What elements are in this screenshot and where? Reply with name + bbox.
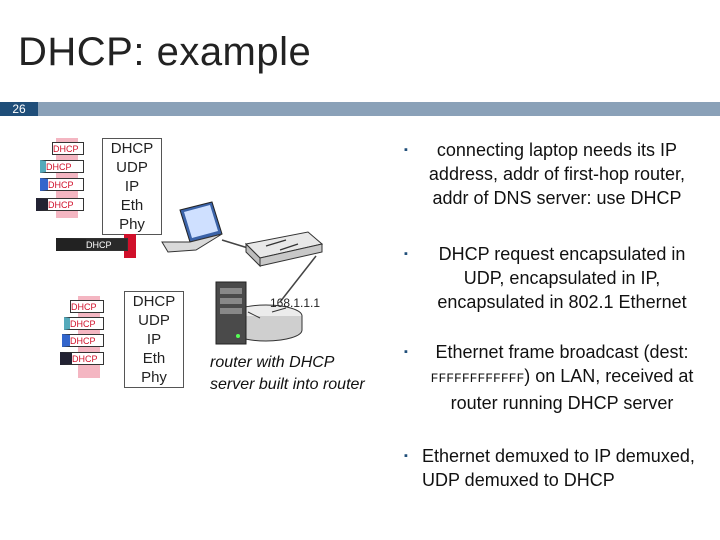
bullet-item: ▪ connecting laptop needs its IP address…	[404, 138, 692, 210]
stack-layer: UDP	[138, 312, 170, 329]
eth-packet: DHCP	[36, 198, 84, 211]
laptop-protocol-stack: DHCP UDP IP Eth Phy	[102, 138, 162, 235]
router-caption: router with DHCP server built into route…	[210, 354, 365, 393]
bullet-text: Ethernet demuxed to IP demuxed, UDP demu…	[422, 446, 695, 490]
eth-packet: DHCP	[60, 352, 104, 365]
udp-packet: DHCP	[40, 160, 84, 173]
bullet-item: ▪ Ethernet demuxed to IP demuxed, UDP de…	[404, 444, 702, 492]
bullet-item: ▪ DHCP request encapsulated in UDP, enca…	[404, 242, 702, 314]
bullet-icon: ▪	[404, 248, 408, 260]
switch-icon	[244, 231, 324, 268]
broadcast-frame: DHCP	[56, 234, 136, 258]
bullet-icon: ▪	[404, 144, 408, 156]
cable	[221, 239, 249, 249]
bullet-icon: ▪	[404, 450, 408, 462]
stack-layer: IP	[124, 178, 140, 195]
dhcp-packet: DHCP	[70, 300, 104, 313]
bullet-item: ▪ Ethernet frame broadcast (dest: FFFFFF…	[404, 340, 702, 415]
title-bar	[0, 102, 720, 116]
router-icon	[229, 304, 303, 342]
stack-layer: IP	[146, 331, 162, 348]
bullet-text: connecting laptop needs its IP address, …	[428, 140, 686, 208]
router-ip-label: 168.1.1.1	[270, 296, 321, 310]
udp-packet: DHCP	[64, 317, 104, 330]
router-packet-group: DHCP DHCP DHCP DHCP	[60, 296, 120, 378]
frame-packet: DHCP	[56, 238, 128, 251]
stack-layer: Eth	[120, 197, 144, 214]
stack-layer: Phy	[141, 369, 167, 386]
broadcast-address: FFFFFFFFFFFF	[430, 371, 525, 386]
stack-layer: Eth	[142, 350, 166, 367]
laptop-icon	[161, 201, 223, 253]
laptop-packet-group: DHCP DHCP DHCP DHCP	[36, 138, 96, 218]
bullet-text: DHCP request encapsulated in UDP, encaps…	[437, 244, 687, 312]
bullet-text: Ethernet frame broadcast (dest:	[435, 342, 689, 362]
ip-packet: DHCP	[62, 334, 104, 347]
stack-layer: DHCP	[132, 293, 176, 310]
cable	[279, 255, 317, 303]
ip-packet: DHCP	[40, 178, 84, 191]
dhcp-packet: DHCP	[52, 142, 84, 155]
slide-number: 26	[0, 102, 38, 116]
router-protocol-stack: DHCP UDP IP Eth Phy	[124, 291, 184, 388]
bullet-text-tail: ) on LAN, received at router running DHC…	[450, 366, 694, 413]
server-icon	[215, 281, 247, 345]
stack-layer: UDP	[116, 159, 148, 176]
bullet-icon: ▪	[404, 346, 408, 358]
network-diagram	[161, 201, 324, 345]
slide-title: DHCP: example	[18, 30, 312, 74]
stack-layer: DHCP	[110, 140, 154, 157]
stack-layer: Phy	[119, 216, 145, 233]
